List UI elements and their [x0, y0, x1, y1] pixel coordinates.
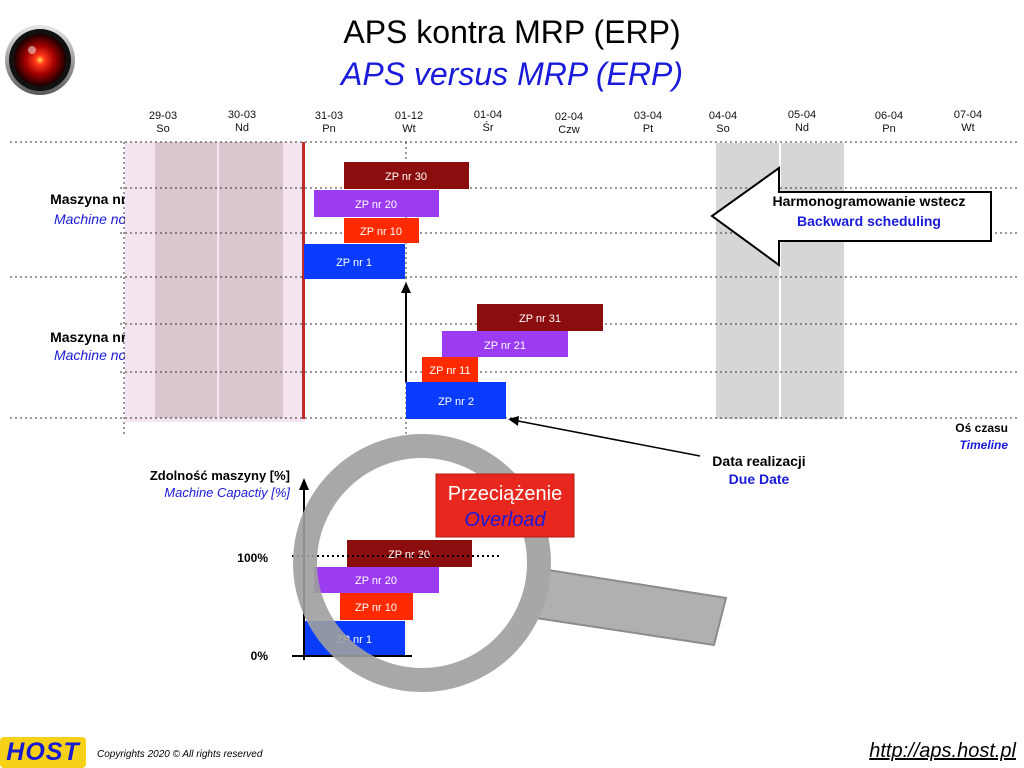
order-bar	[304, 244, 405, 279]
capacity-tick-0: 0%	[251, 649, 269, 663]
arrow-head-icon	[508, 416, 519, 426]
order-bar	[314, 567, 439, 593]
weekend-band	[781, 143, 844, 419]
copyright-text: Copyrights 2020 © All rights reserved	[97, 749, 263, 760]
order-label: ZP nr 10	[360, 226, 402, 238]
order-bar	[344, 218, 419, 243]
host-logo-text: HOST	[6, 738, 80, 766]
due-date-en: Due Date	[729, 471, 790, 487]
due-date-pl: Data realizacji	[712, 453, 805, 469]
backward-arrow-icon	[710, 166, 992, 267]
order-label: ZP nr 30	[385, 171, 427, 183]
title-en: APS versus MRP (ERP)	[341, 56, 683, 92]
order-bar	[477, 304, 603, 331]
website-link[interactable]: http://aps.host.pl	[869, 740, 1016, 762]
order-bar	[422, 357, 478, 382]
magnifier-icon	[293, 434, 728, 692]
red-eye-icon	[5, 25, 75, 95]
capacity-label-pl: Zdolność maszyny [%]	[150, 468, 290, 483]
logo	[4, 24, 76, 96]
backward-scheduling-pl: Harmonogramowanie wstecz	[773, 193, 966, 209]
capacity-tick-100: 100%	[237, 551, 268, 565]
machine-1-label-en: Machine no 1	[53, 211, 138, 227]
due-date-arrow	[517, 420, 701, 457]
overload-en: Overload	[464, 509, 546, 531]
weekend-band	[155, 142, 217, 418]
order-label: ZP nr 1	[336, 257, 372, 269]
timeline-label-pl: Oś czasu	[955, 421, 1008, 435]
order-label: ZP nr 20	[355, 199, 397, 211]
machine-1-label: Maszyna nr 1	[50, 191, 138, 207]
order-bar	[344, 162, 469, 189]
title-pl: APS kontra MRP (ERP)	[343, 14, 681, 50]
machine-2-label: Maszyna nr 2	[50, 329, 138, 345]
current-day-line	[302, 142, 305, 419]
order-bar	[347, 540, 472, 567]
machine-2-label-en: Machine no 2	[53, 347, 138, 363]
overload-pl: Przeciążenie	[448, 483, 563, 505]
order-bar	[314, 190, 439, 217]
order-label: ZP nr 31	[519, 313, 561, 325]
order-bar	[442, 331, 568, 357]
order-label: ZP nr 21	[484, 340, 526, 352]
capacity-label-en: Machine Capactiy [%]	[164, 485, 290, 500]
order-label: ZP nr 11	[429, 365, 470, 377]
host-logo: HOST	[0, 737, 86, 768]
order-bar	[340, 593, 413, 620]
order-bar	[406, 382, 506, 419]
arrow-head-icon	[299, 478, 309, 490]
backward-scheduling-en: Backward scheduling	[797, 213, 941, 229]
arrow-head-icon	[401, 282, 411, 293]
order-label: ZP nr 2	[438, 396, 474, 408]
order-label: ZP nr 20	[355, 575, 397, 587]
weekend-band	[219, 142, 283, 418]
timeline-label-en: Timeline	[960, 438, 1009, 452]
order-label: ZP nr 10	[355, 602, 397, 614]
overload-badge	[435, 473, 575, 538]
